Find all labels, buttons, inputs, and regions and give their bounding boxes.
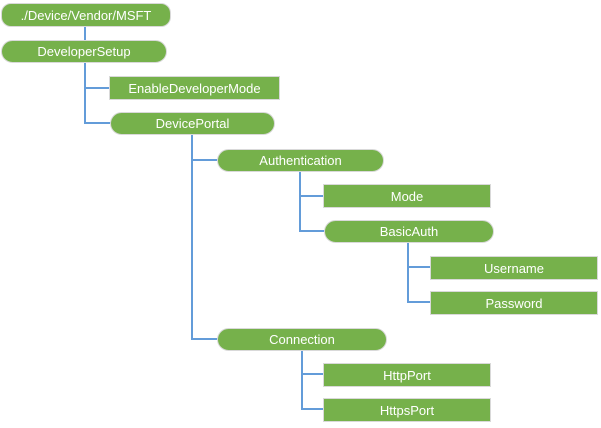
connector-to-httpport	[301, 373, 324, 375]
connector-to-enabledevelopermode	[84, 87, 110, 89]
node-username: Username	[430, 256, 598, 280]
node-deviceportal: DevicePortal	[110, 112, 275, 135]
connector-deviceportal-trunk	[191, 135, 193, 340]
connector-to-connection	[191, 338, 218, 340]
connector-to-httpsport	[301, 408, 324, 410]
node-basicauth: BasicAuth	[324, 220, 494, 243]
connector-to-basicauth	[299, 230, 325, 232]
connector-to-deviceportal	[84, 122, 112, 124]
node-authentication: Authentication	[217, 149, 384, 172]
connector-to-mode	[299, 195, 324, 197]
node-enabledevelopermode: EnableDeveloperMode	[109, 76, 280, 100]
connector-basicauth-trunk	[407, 243, 409, 303]
node-mode: Mode	[323, 184, 491, 208]
node-httpport: HttpPort	[323, 363, 491, 387]
node-httpsport: HttpsPort	[323, 398, 491, 422]
connector-root-to-developersetup	[84, 27, 86, 40]
connector-to-authentication	[191, 159, 218, 161]
node-password: Password	[430, 291, 598, 315]
connector-developersetup-trunk	[84, 62, 86, 124]
connector-authentication-trunk	[299, 172, 301, 232]
node-connection: Connection	[217, 328, 387, 351]
connector-to-username	[407, 266, 431, 268]
connector-to-password	[407, 301, 431, 303]
node-device-vendor-msft: ./Device/Vendor/MSFT	[1, 3, 171, 27]
node-developersetup: DeveloperSetup	[1, 40, 167, 63]
connector-connection-trunk	[301, 351, 303, 410]
